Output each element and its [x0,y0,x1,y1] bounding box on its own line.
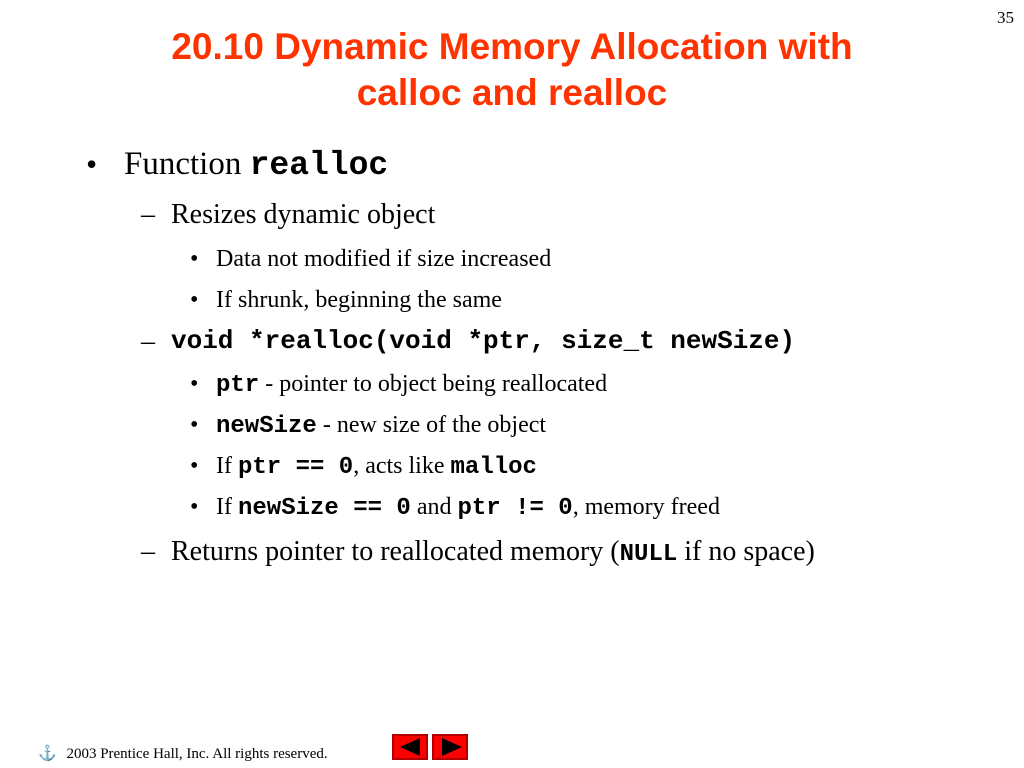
subsubitem-text: If ptr == 0, acts like malloc [216,453,537,481]
dash-marker: – [141,536,155,567]
bullet-marker: • [190,287,199,313]
bullet-marker: • [86,146,98,182]
description: - pointer to object being reallocated [259,371,608,397]
dash-marker: – [141,199,155,230]
footer-text: 2003 Prentice Hall, Inc. All rights rese… [62,746,328,762]
code-ptr-ne-0: ptr != 0 [457,495,573,522]
subsubitem-text: ptr - pointer to object being reallocate… [216,371,607,399]
text-part: If [216,494,238,520]
next-slide-button[interactable] [432,734,468,760]
code-ptr-eq-0: ptr == 0 [237,454,354,481]
code-realloc: realloc [249,147,389,184]
bullet-marker: • [190,246,199,272]
slide-navigation [392,734,468,760]
anchor-icon: ⚓ [38,746,57,762]
text-part: Returns pointer to reallocated memory ( [171,536,620,567]
code-newsize-eq-0: newSize == 0 [237,495,411,522]
bullet-marker: • [190,494,199,520]
bullet-label: Function [124,146,250,182]
subitem-text: Resizes dynamic object [171,199,436,230]
subsubitem-text: newSize - new size of the object [216,412,546,440]
slide-title-line-1: 20.10 Dynamic Memory Allocation with [171,26,853,67]
dash-marker: – [141,326,155,357]
slide-title-line-2: calloc and realloc [356,72,668,113]
description: - new size of the object [316,412,547,438]
text-part: and [410,494,458,520]
subitem-text: Returns pointer to reallocated memory (N… [171,536,815,568]
code-null: NULL [619,541,678,568]
bullet-marker: • [190,371,199,397]
bullet-marker: • [190,412,199,438]
code-newsize: newSize [216,413,317,440]
subsubitem-text: Data not modified if size increased [216,246,552,272]
text-part: if no space) [677,536,815,567]
code-malloc: malloc [450,454,537,481]
footer-copyright: ⚓ 2003 Prentice Hall, Inc. All rights re… [38,744,328,763]
text-part: , memory freed [572,494,720,520]
bullet-text: Function realloc [124,146,388,184]
subsubitem-text: If newSize == 0 and ptr != 0, memory fre… [216,494,720,522]
page-number: 35 [997,8,1014,27]
bullet-marker: • [190,453,199,479]
previous-slide-button[interactable] [392,734,428,760]
arrow-right-icon [442,738,462,756]
arrow-left-icon [400,738,420,756]
code-ptr: ptr [216,372,260,399]
text-part: , acts like [353,453,451,479]
subsubitem-text: If shrunk, beginning the same [216,287,502,313]
code-realloc-prototype: void *realloc(void *ptr, size_t newSize) [171,326,796,356]
text-part: If [216,453,238,479]
slide-title: 20.10 Dynamic Memory Allocation with cal… [0,24,1024,116]
